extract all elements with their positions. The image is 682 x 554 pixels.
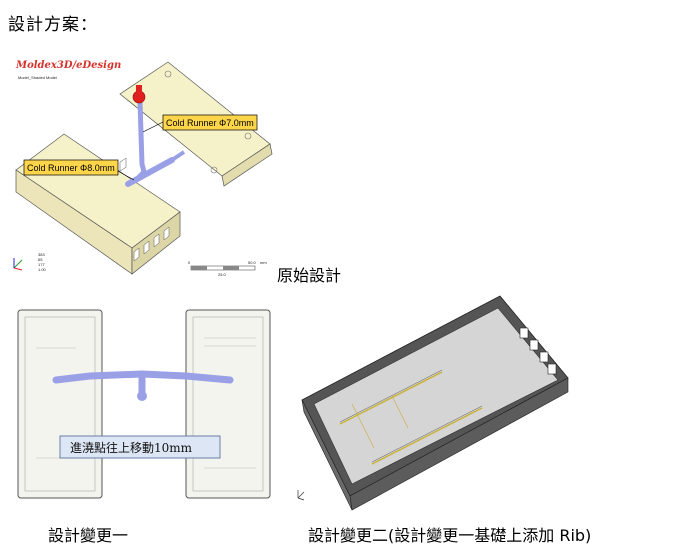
scale-bar: 0 50.0 mm 25.0	[188, 260, 267, 277]
svg-text:0: 0	[188, 260, 191, 265]
caption-design-change-2: 設計變更二(設計變更一基礎上添加 Rib)	[308, 526, 592, 545]
caption-original-design: 原始設計	[277, 266, 342, 285]
svg-text:25.0: 25.0	[218, 272, 227, 277]
model-subtitle: Model_Shaded Model	[18, 75, 57, 80]
part-right-top-view	[185, 309, 271, 499]
callout-runner-8mm: Cold Runner Φ8.0mm	[23, 159, 135, 181]
axis-value: 177	[38, 262, 45, 267]
design-change-2-figure	[297, 295, 569, 511]
runner-system-top-view	[52, 370, 234, 401]
original-design-figure: Moldex3D/eDesign Model_Shaded Model	[13, 60, 273, 277]
part-left-top-view	[17, 309, 103, 499]
box-with-ribs	[301, 295, 569, 511]
axis-value: 1.00	[38, 267, 47, 272]
page-heading: 設計方案：	[8, 15, 98, 35]
svg-text:mm: mm	[260, 260, 267, 265]
axis-value: 383	[38, 252, 45, 257]
axis-value: 65	[38, 257, 43, 262]
svg-text:進澆點往上移動10mm: 進澆點往上移動10mm	[70, 440, 193, 455]
axis-triad-icon	[297, 490, 305, 501]
note-box: 進澆點往上移動10mm	[59, 435, 221, 459]
svg-text:Cold Runner Φ8.0mm: Cold Runner Φ8.0mm	[27, 163, 115, 173]
design-change-1-figure: 進澆點往上移動10mm	[17, 309, 271, 499]
svg-text:Cold Runner Φ7.0mm: Cold Runner Φ7.0mm	[166, 118, 254, 128]
axis-triad-icon	[13, 258, 23, 271]
callout-runner-7mm: Cold Runner Φ7.0mm	[142, 114, 258, 133]
brand-label: Moldex3D/eDesign	[15, 60, 121, 71]
rib-lower	[371, 407, 483, 465]
runner-system	[125, 85, 186, 187]
rib-upper	[339, 371, 443, 425]
vent-slots	[133, 226, 170, 262]
svg-text:50.0: 50.0	[248, 260, 257, 265]
caption-design-change-1: 設計變更一	[48, 526, 129, 545]
